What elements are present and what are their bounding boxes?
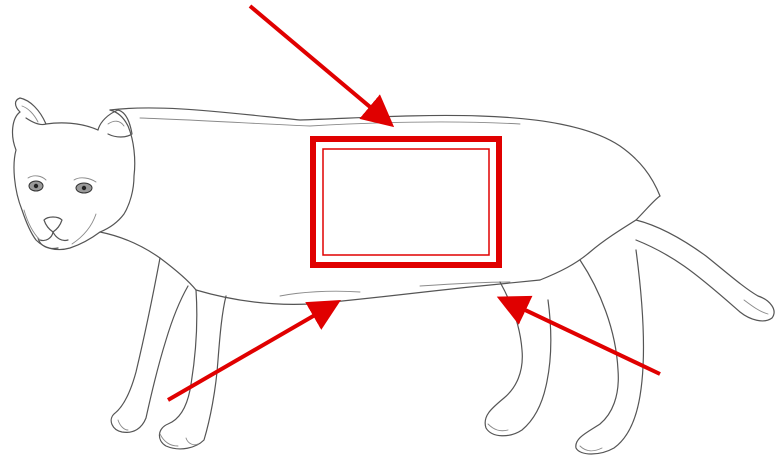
neck-chest xyxy=(100,232,196,290)
nose xyxy=(44,217,62,232)
front-leg-left xyxy=(111,258,188,432)
hind-paw-toes xyxy=(488,424,602,451)
tail xyxy=(636,220,774,321)
muzzle xyxy=(38,232,68,249)
highlight-box-inner xyxy=(323,149,489,255)
left-pupil xyxy=(34,184,38,188)
torso-highlight-box xyxy=(313,139,499,265)
front-leg-right xyxy=(159,290,226,449)
head-top xyxy=(46,123,98,130)
arrow-lower-left-to-belly xyxy=(168,304,334,400)
belly-shade xyxy=(280,282,510,296)
right-pupil xyxy=(82,186,86,190)
right-ear-inner xyxy=(108,121,124,126)
arrow-top-to-back xyxy=(250,6,388,122)
front-paw-toes xyxy=(118,420,198,446)
haunch xyxy=(540,196,660,280)
arrow-lower-right-to-hind-belly xyxy=(504,300,660,374)
belly-line xyxy=(196,280,540,304)
tail-tip-fur xyxy=(744,300,768,314)
